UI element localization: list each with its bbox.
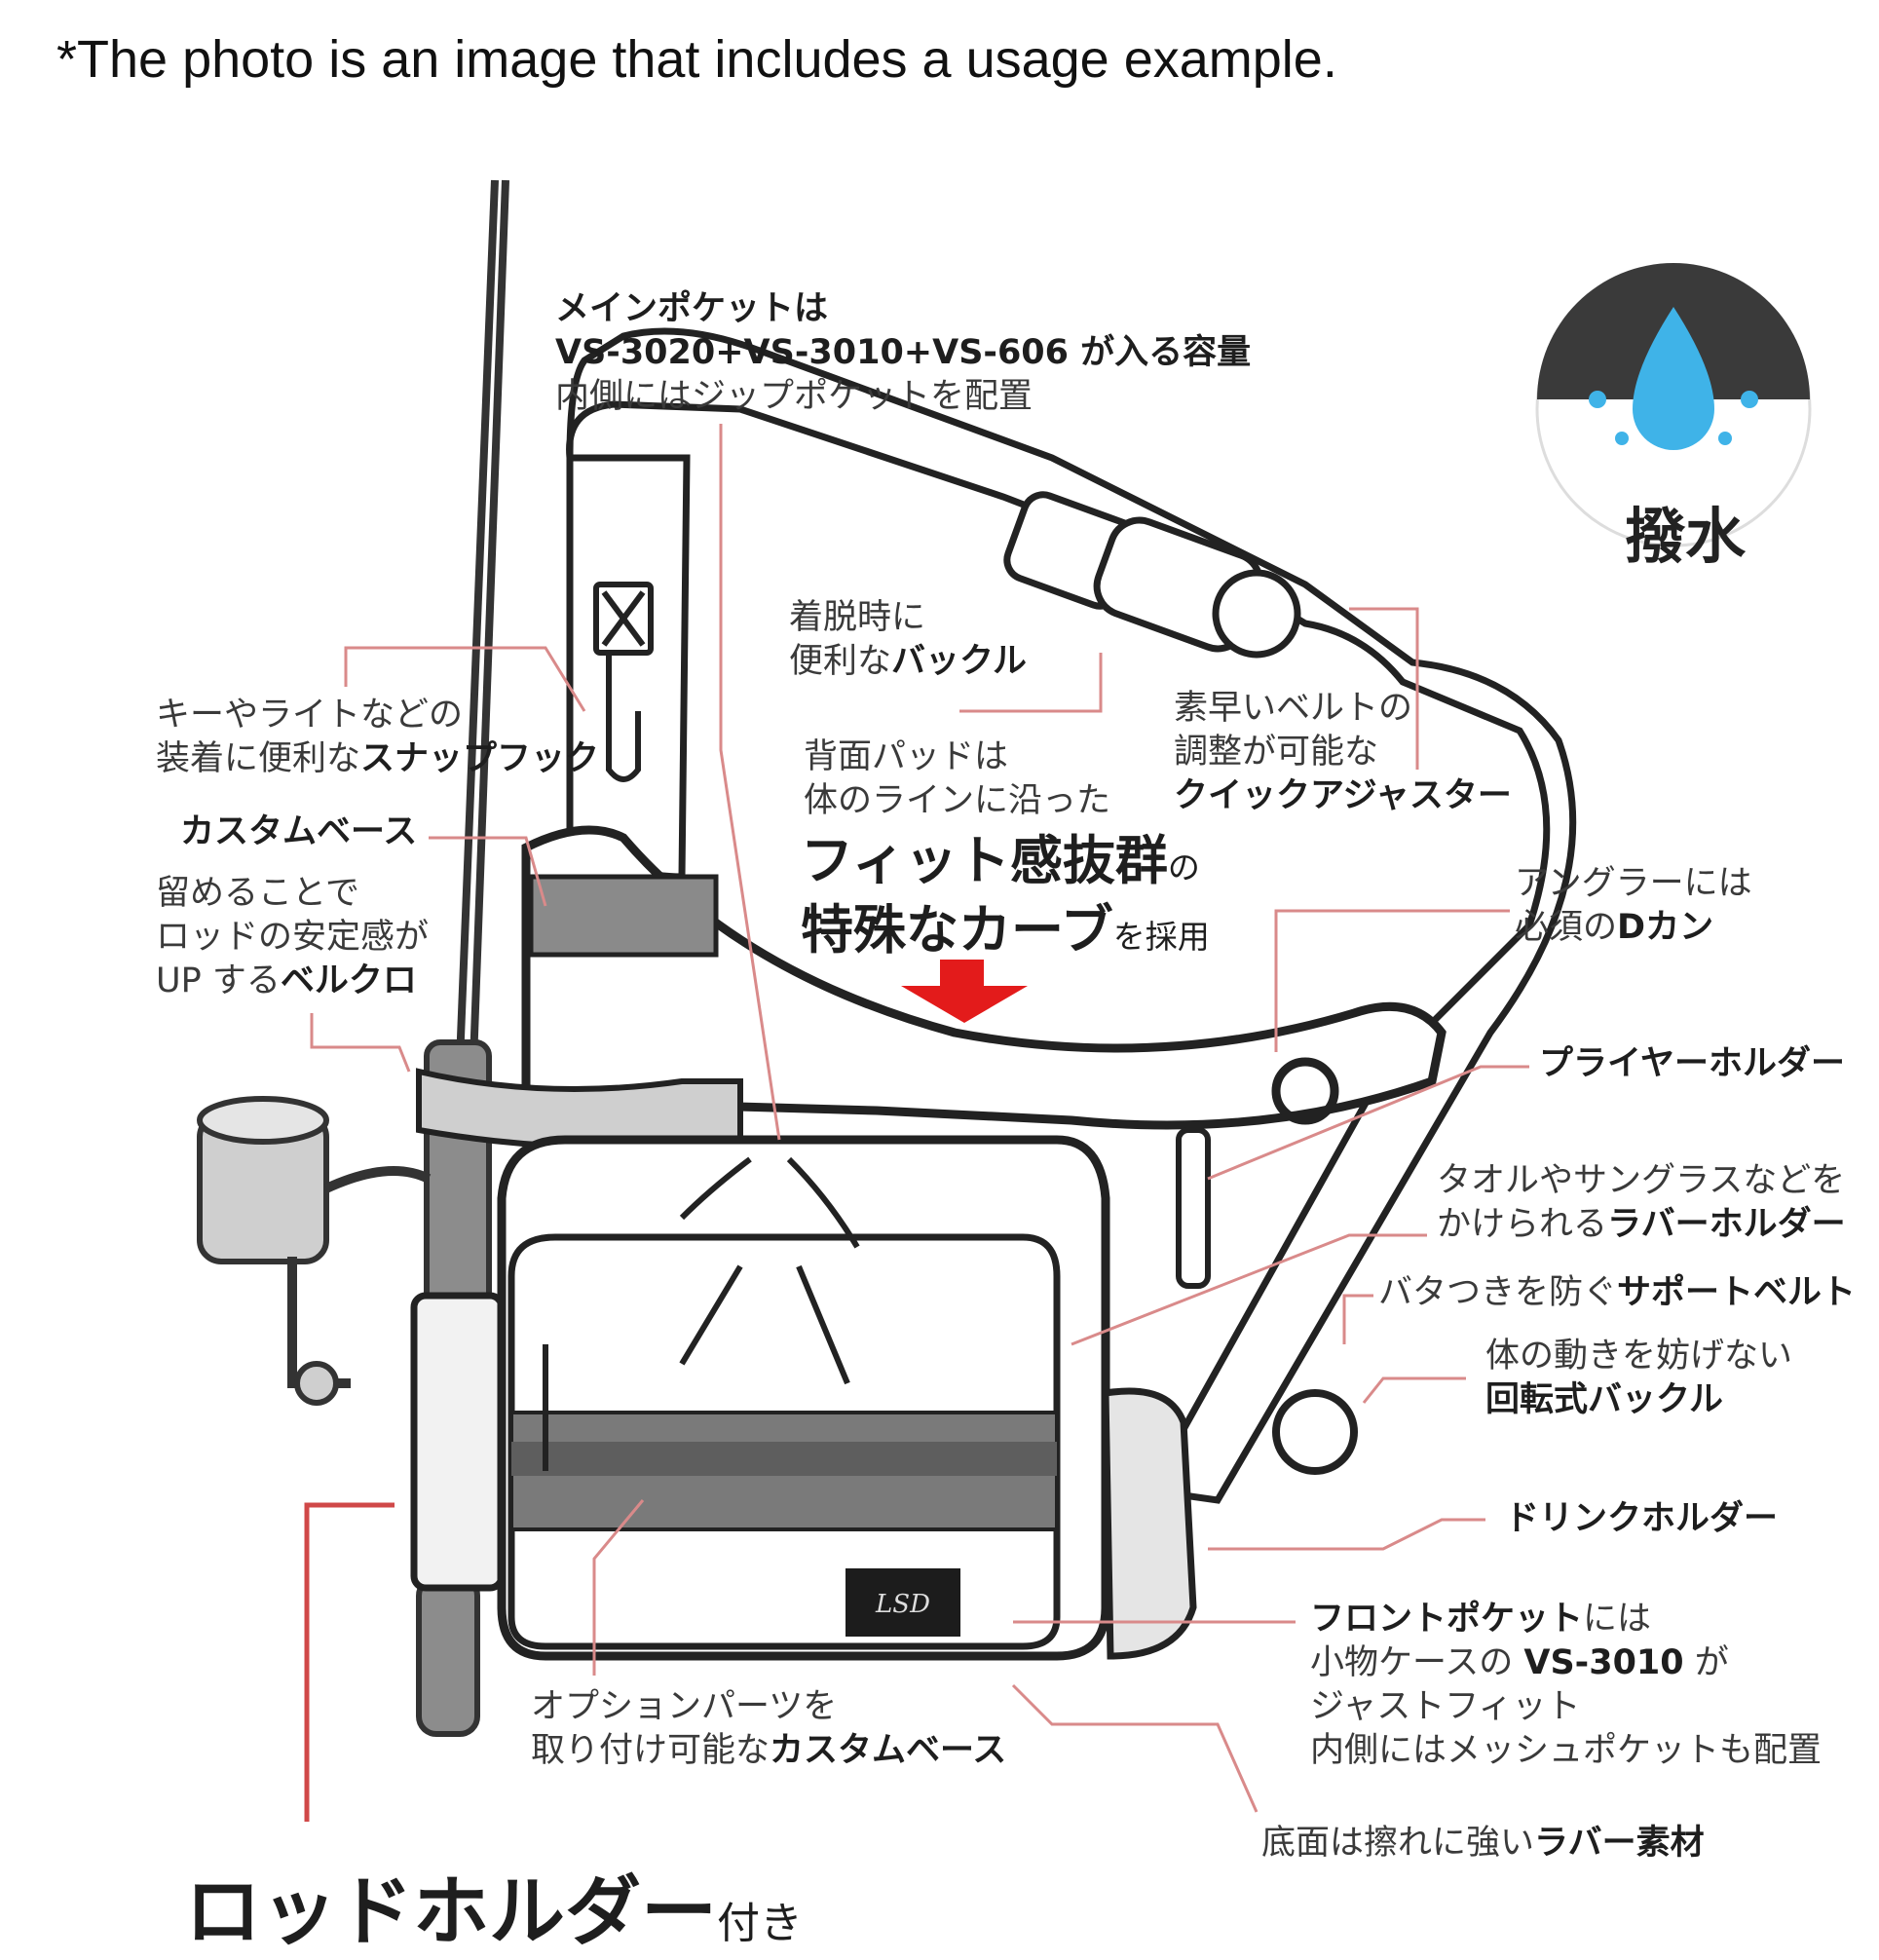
label-drink-holder: ドリンクホルダー (1505, 1499, 1779, 1538)
plier-holder (1176, 1127, 1211, 1289)
zipper-pulls (543, 1156, 860, 1471)
buckle-icon (1003, 491, 1301, 659)
reel-icon (197, 1096, 432, 1406)
fishing-rod (456, 179, 509, 1063)
d-ring-icon (1271, 1057, 1339, 1125)
back-pad (521, 825, 1447, 1130)
label-rotary-buckle: 体の動きを妨げない 回転式バックル (1485, 1337, 1793, 1419)
rotary-buckle-icon (1272, 1389, 1358, 1475)
label-custom-base-top: カスタムベース (180, 812, 418, 851)
label-quick-adjuster: 素早いベルトの 調整が可能な クイックアジャスター (1174, 689, 1512, 815)
label-custom-base-velcro: 留めることで ロッドの安定感が UP するベルクロ (156, 874, 430, 1000)
label-support-belt: バタつきを防ぐサポートベルト (1378, 1273, 1857, 1312)
label-d-ring: アングラーには 必須のDカン (1515, 864, 1752, 947)
label-rubber-holder: タオルやサングラスなどを かけられるラバーホルダー (1437, 1161, 1846, 1244)
label-plier-holder: プライヤーホルダー (1539, 1044, 1845, 1083)
label-main-pocket: メインポケットは VS-3020+VS-3010+VS-606 が入る容量 内側… (555, 289, 1252, 416)
snap-hook-icon (593, 582, 654, 782)
drink-holder (1102, 1387, 1197, 1660)
badge-label: 撥水 (1624, 501, 1746, 572)
shoulder-strap (566, 327, 1577, 1504)
label-custom-base-bottom: オプションパーツを 取り付け可能なカスタムベース (531, 1687, 1007, 1770)
label-back-pad: 背面パッドは 体のラインに沿った (804, 737, 1111, 820)
rod-holder-sleeve (410, 1292, 506, 1592)
usage-note: *The photo is an image that includes a u… (56, 30, 1337, 89)
rod-holder-bracket (304, 1502, 395, 1822)
rod-butt (416, 1575, 480, 1737)
svg-text:LSD: LSD (875, 1590, 930, 1619)
label-rubber-bottom: 底面は擦れに強いラバー素材 (1261, 1824, 1705, 1863)
label-front-pocket: フロントポケットには 小物ケースの VS-3010 が ジャストフィット 内側に… (1310, 1600, 1823, 1770)
label-snap-hook: キーやライトなどの 装着に便利なスナップフック (156, 696, 600, 778)
water-drop-icon (1633, 307, 1714, 450)
label-buckle: 着脱時に 便利なバックル (789, 598, 1027, 681)
custom-base-strap (528, 874, 719, 958)
leader-lines (310, 424, 1529, 1813)
label-back-pad-fit: フィット感抜群の 特殊なカーブを採用 (801, 830, 1210, 961)
label-rod-holder: ロッドホルダー付き (185, 1868, 804, 1956)
red-arrow-down-icon (901, 960, 1028, 1023)
brand-logo-patch (846, 1568, 960, 1637)
